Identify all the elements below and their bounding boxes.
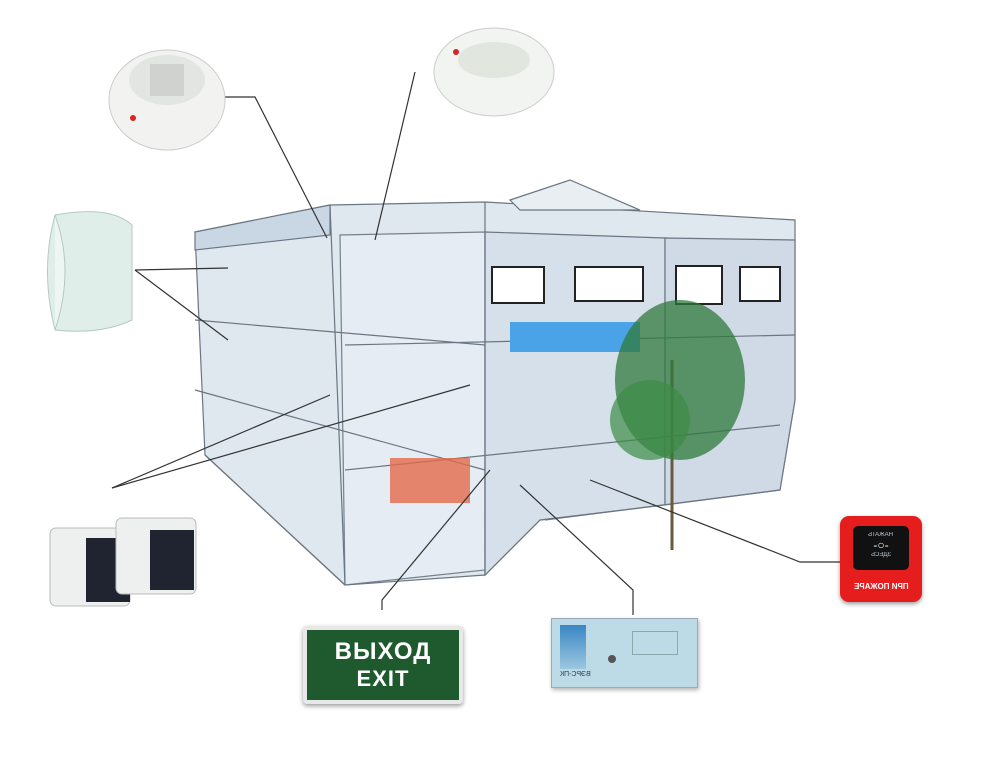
building — [194, 179, 796, 586]
motion-detectors — [49, 517, 197, 607]
leader-lines — [111, 71, 840, 615]
manual-call-point: НАЖАТЬ -○- ЗДЕСЬ ПРИ ПОЖАРЕ — [840, 516, 922, 602]
call-point-window: НАЖАТЬ -○- ЗДЕСЬ — [853, 526, 909, 570]
exit-sign: ВЫХОД EXIT — [303, 626, 463, 704]
control-panel: ВЭРС-ПК — [551, 618, 698, 688]
smoke-detector-1 — [108, 49, 226, 151]
call-point-caption: ПРИ ПОЖАРЕ — [853, 582, 909, 591]
windows — [491, 265, 781, 305]
exit-sign-line2: EXIT — [356, 666, 410, 691]
panel-graphic — [560, 625, 586, 669]
panel-indicators — [632, 631, 678, 655]
display-banner — [510, 322, 640, 352]
exit-sign-line1: ВЫХОД — [334, 638, 432, 665]
tree — [610, 300, 745, 550]
call-point-top-text: НАЖАТЬ — [868, 532, 894, 538]
smoke-detector-2 — [433, 27, 555, 117]
call-point-bottom-text: ЗДЕСЬ — [871, 552, 891, 558]
siren-speaker — [47, 211, 133, 332]
key-switch-icon — [608, 655, 616, 663]
panel-name: ВЭРС-ПК — [560, 671, 591, 678]
orange-furniture — [390, 458, 470, 503]
press-icon: -○- — [873, 538, 889, 552]
